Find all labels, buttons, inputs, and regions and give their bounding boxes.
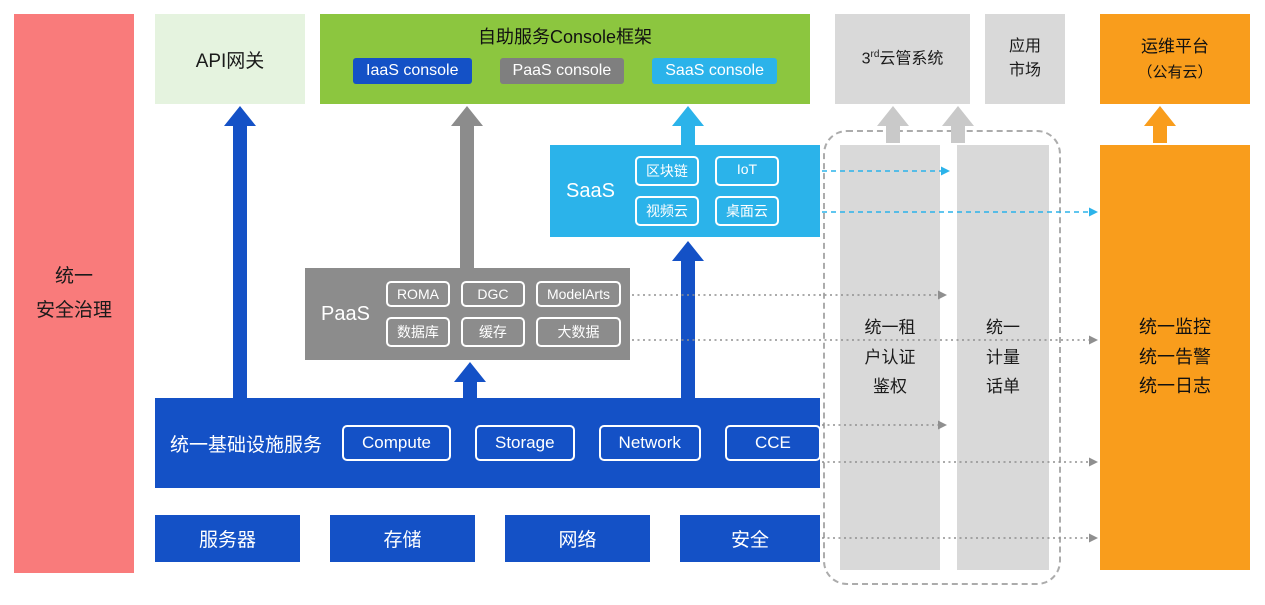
infra-chip-cce: CCE [724, 425, 821, 461]
metering-line2: 计量 [986, 347, 1020, 367]
security-box: 安全 [680, 515, 820, 562]
infrastructure-box: 统一基础设施服务 Compute Storage Network CCE [155, 398, 821, 488]
saas-chip-grid: 区块链 IoT 视频云 桌面云 [634, 156, 779, 226]
paas-chip-modelarts: ModelArts [535, 281, 621, 307]
server-box: 服务器 [155, 515, 300, 562]
paas-chip-grid: ROMA DGC ModelArts 数据库 缓存 大数据 [385, 281, 621, 347]
paas-chip-roma: ROMA [385, 281, 450, 307]
om-platform-label: 运维平台 （公有云） [1137, 34, 1212, 85]
arrowhead-infra-to-monitoring [1089, 457, 1098, 467]
server-label: 服务器 [198, 530, 256, 551]
saas-box: SaaS 区块链 IoT 视频云 桌面云 [550, 145, 820, 237]
infrastructure-chip-row: Compute Storage Network CCE [342, 425, 821, 461]
monitoring-label: 统一监控 统一告警 统一日志 [1139, 313, 1211, 402]
app-market-line1: 应用 [1008, 38, 1041, 55]
monitoring-line2: 统一告警 [1139, 346, 1211, 367]
monitoring-box: 统一监控 统一告警 统一日志 [1100, 145, 1250, 570]
third-party-cms-number: 3 [861, 50, 871, 68]
security-governance-line2: 安全治理 [35, 299, 112, 321]
saas-chip-video-cloud: 视频云 [634, 196, 699, 226]
third-party-cms-label: 3rd云管系统 [862, 47, 944, 71]
arrow-infra-to-paas [454, 362, 486, 398]
metering-bar: 统一 计量 话单 [957, 145, 1049, 570]
paas-chip-dgc: DGC [460, 281, 525, 307]
tenant-auth-label: 统一租 户认证 鉴权 [865, 313, 916, 402]
saas-console-button: SaaS console [652, 58, 777, 84]
api-gateway-label: API网关 [195, 50, 265, 72]
app-market-line2: 市场 [1008, 62, 1041, 79]
arrow-infra-to-saas [672, 241, 704, 398]
tenant-auth-line2: 户认证 [864, 347, 916, 367]
paas-chip-bigdata: 大数据 [535, 317, 621, 347]
storage-box: 存储 [330, 515, 475, 562]
saas-chip-iot: IoT [714, 156, 779, 186]
arrow-infra-to-api-gateway [224, 106, 256, 398]
metering-label: 统一 计量 话单 [986, 313, 1020, 402]
metering-line1: 统一 [986, 317, 1020, 337]
arrow-saas-to-console [672, 106, 704, 145]
monitoring-line1: 统一监控 [1139, 316, 1211, 337]
paas-chip-cache: 缓存 [460, 317, 525, 347]
console-frame-title: 自助服务Console框架 [477, 27, 653, 47]
security-governance-label: 统一 安全治理 [36, 260, 112, 327]
paas-box: PaaS ROMA DGC ModelArts 数据库 缓存 大数据 [305, 268, 630, 360]
third-party-cms-text: 云管系统 [879, 50, 944, 68]
paas-chip-database: 数据库 [385, 317, 450, 347]
app-market-box: 应用 市场 [985, 14, 1065, 104]
network-label: 网络 [558, 530, 597, 551]
metering-line3: 话单 [986, 377, 1020, 397]
app-market-label: 应用 市场 [1009, 35, 1041, 83]
om-platform-line1: 运维平台 [1140, 36, 1209, 56]
arrow-monitoring-to-om-platform [1144, 106, 1176, 143]
network-box: 网络 [505, 515, 650, 562]
saas-chip-blockchain: 区块链 [634, 156, 699, 186]
console-frame-box: 自助服务Console框架 IaaS console PaaS console … [320, 14, 810, 104]
api-gateway-box: API网关 [155, 14, 305, 104]
saas-chip-desktop-cloud: 桌面云 [714, 196, 779, 226]
security-governance-line1: 统一 [54, 266, 93, 288]
tenant-auth-line3: 鉴权 [873, 377, 907, 397]
security-label: 安全 [730, 530, 769, 551]
infra-chip-compute: Compute [342, 425, 451, 461]
arrowhead-paas-to-monitoring [1089, 335, 1098, 345]
paas-label: PaaS [321, 302, 370, 325]
security-governance-bar: 统一 安全治理 [14, 14, 134, 573]
third-party-cms-box: 3rd云管系统 [835, 14, 970, 104]
third-party-cms-superscript: rd [870, 48, 880, 60]
infrastructure-label: 统一基础设施服务 [170, 434, 323, 456]
storage-label: 存储 [383, 530, 422, 551]
tenant-auth-line1: 统一租 [864, 317, 916, 337]
iaas-console-button: IaaS console [353, 58, 472, 84]
paas-console-button: PaaS console [499, 58, 625, 84]
tenant-auth-bar: 统一租 户认证 鉴权 [840, 145, 940, 570]
om-platform-box: 运维平台 （公有云） [1100, 14, 1250, 104]
infra-chip-network: Network [598, 425, 701, 461]
arrowhead-security-to-monitoring [1089, 533, 1098, 543]
infra-chip-storage: Storage [475, 425, 575, 461]
arrow-paas-to-console [451, 106, 483, 268]
monitoring-line3: 统一日志 [1139, 376, 1211, 397]
console-buttons-row: IaaS console PaaS console SaaS console [320, 58, 810, 84]
om-platform-line2: （公有云） [1137, 64, 1213, 81]
saas-label: SaaS [566, 179, 615, 202]
arrowhead-saas-to-monitoring [1089, 207, 1098, 217]
